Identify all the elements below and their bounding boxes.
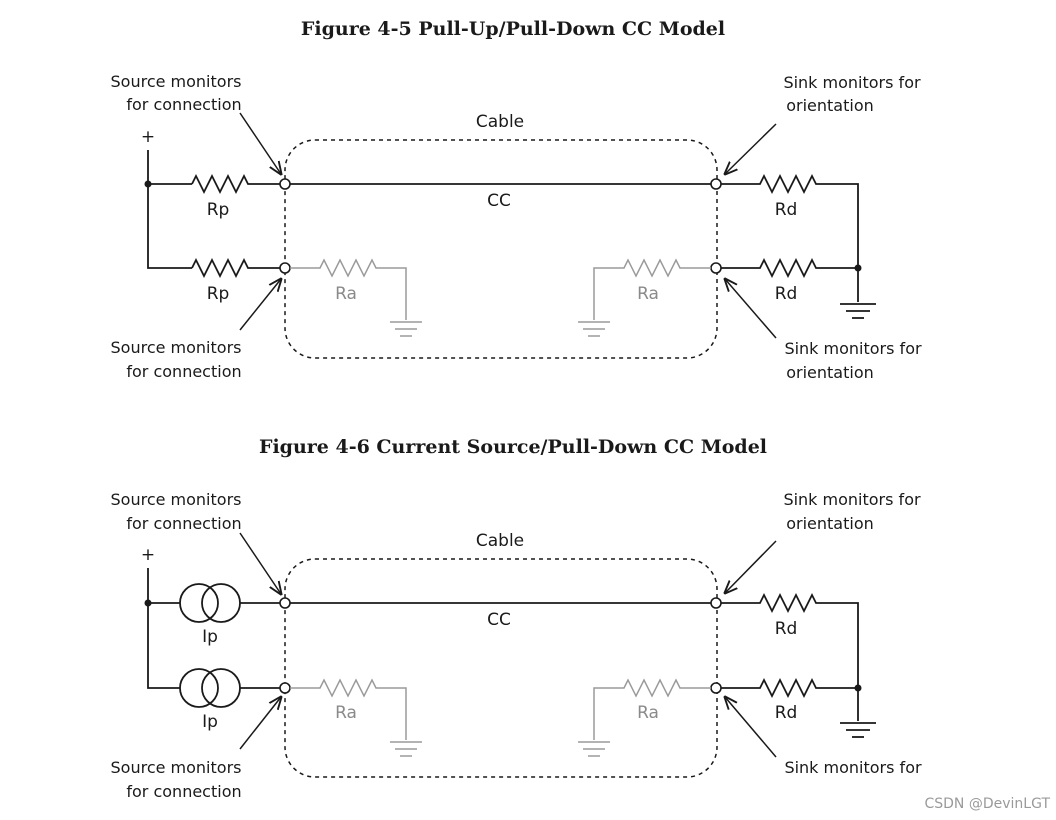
vconn-node-source <box>279 262 291 274</box>
resistor-rd-top <box>721 173 859 302</box>
resistor-ra-right <box>593 678 711 740</box>
rd-bottom-label: Rd <box>775 284 798 304</box>
plus-sign: + <box>141 127 155 147</box>
ra-right-label: Ra <box>637 703 659 723</box>
cc-label: CC <box>487 191 511 211</box>
label-line: orientation <box>786 96 874 115</box>
label-line: Sink monitors for <box>783 73 921 92</box>
label-line: Source monitors <box>111 758 242 777</box>
resistor-ra-right <box>593 258 711 320</box>
figure-title: Figure 4-5 Pull-Up/Pull-Down CC Model <box>301 18 725 40</box>
ground-sink <box>840 722 876 738</box>
rd-top-label: Rd <box>775 619 798 639</box>
sink-bottom-label: Sink monitors for <box>784 758 922 777</box>
source-top-label: Source monitors for connection <box>111 72 242 114</box>
arrow-source-bottom <box>239 279 281 331</box>
junction-dot <box>854 264 862 272</box>
label-line: Sink monitors for <box>784 758 922 777</box>
label-line: Source monitors <box>111 490 242 509</box>
label-line: Sink monitors for <box>784 339 922 358</box>
sink-bottom-label: Sink monitors for orientation <box>784 339 922 382</box>
arrow-sink-bottom <box>725 697 777 758</box>
plus-sign: + <box>141 545 155 565</box>
junction-dot <box>854 684 862 692</box>
arrow-sink-top <box>725 540 777 593</box>
label-line: Source monitors <box>111 72 242 91</box>
label-line: Source monitors <box>111 338 242 357</box>
arrow-source-bottom <box>239 697 281 750</box>
arrow-sink-top <box>725 123 777 174</box>
figure-4-5: Figure 4-5 Pull-Up/Pull-Down CC Model So… <box>111 18 922 382</box>
current-source-ip-top <box>179 583 280 623</box>
watermark: CSDN @DevinLGT <box>924 796 1050 812</box>
ground-left-ra <box>390 741 422 757</box>
arrow-source-top <box>239 532 281 594</box>
resistor-ra-left <box>290 678 407 740</box>
source-bottom-label: Source monitors for connection <box>111 338 242 381</box>
ra-right-label: Ra <box>637 284 659 304</box>
resistor-rd-top <box>721 592 859 721</box>
ground-right-ra <box>578 321 610 337</box>
cc-node-source <box>279 597 291 609</box>
ground-right-ra <box>578 741 610 757</box>
ra-left-label: Ra <box>335 703 357 723</box>
cc-node-source <box>279 178 291 190</box>
cable-label: Cable <box>476 112 524 132</box>
figure-title: Figure 4-6 Current Source/Pull-Down CC M… <box>259 436 767 458</box>
cc-node-sink <box>710 178 722 190</box>
resistor-rp-top <box>191 173 280 195</box>
label-line: for connection <box>126 782 241 801</box>
label-line: for connection <box>126 362 241 381</box>
supply-wire <box>147 568 180 689</box>
vconn-node-source <box>279 682 291 694</box>
cable-outline <box>284 558 718 778</box>
ground-sink <box>840 303 876 319</box>
label-line: for connection <box>126 514 241 533</box>
label-line: orientation <box>786 363 874 382</box>
arrow-source-top <box>239 112 281 174</box>
ip-bottom-label: Ip <box>202 712 218 732</box>
label-line: for connection <box>126 95 241 114</box>
vconn-node-sink <box>710 262 722 274</box>
current-source-ip-bottom <box>179 668 280 708</box>
cc-node-sink <box>710 597 722 609</box>
ip-top-label: Ip <box>202 627 218 647</box>
rp-top-label: Rp <box>207 200 230 220</box>
sink-top-label: Sink monitors for orientation <box>783 73 921 115</box>
source-bottom-label: Source monitors for connection <box>111 758 242 801</box>
resistor-rd-bottom <box>721 677 858 699</box>
ra-left-label: Ra <box>335 284 357 304</box>
label-line: orientation <box>786 514 874 533</box>
source-top-label: Source monitors for connection <box>111 490 242 533</box>
cable-outline <box>284 139 718 359</box>
sink-top-label: Sink monitors for orientation <box>783 490 921 533</box>
vconn-node-sink <box>710 682 722 694</box>
rd-bottom-label: Rd <box>775 703 798 723</box>
cable-label: Cable <box>476 531 524 551</box>
rd-top-label: Rd <box>775 200 798 220</box>
rp-bottom-label: Rp <box>207 284 230 304</box>
arrow-sink-bottom <box>725 279 777 339</box>
resistor-rp-bottom <box>191 257 280 279</box>
figure-4-6: Figure 4-6 Current Source/Pull-Down CC M… <box>111 436 922 801</box>
cc-label: CC <box>487 610 511 630</box>
resistor-rd-bottom <box>721 257 858 279</box>
resistor-ra-left <box>290 258 407 320</box>
ground-left-ra <box>390 321 422 337</box>
label-line: Sink monitors for <box>783 490 921 509</box>
supply-wire <box>147 150 192 269</box>
